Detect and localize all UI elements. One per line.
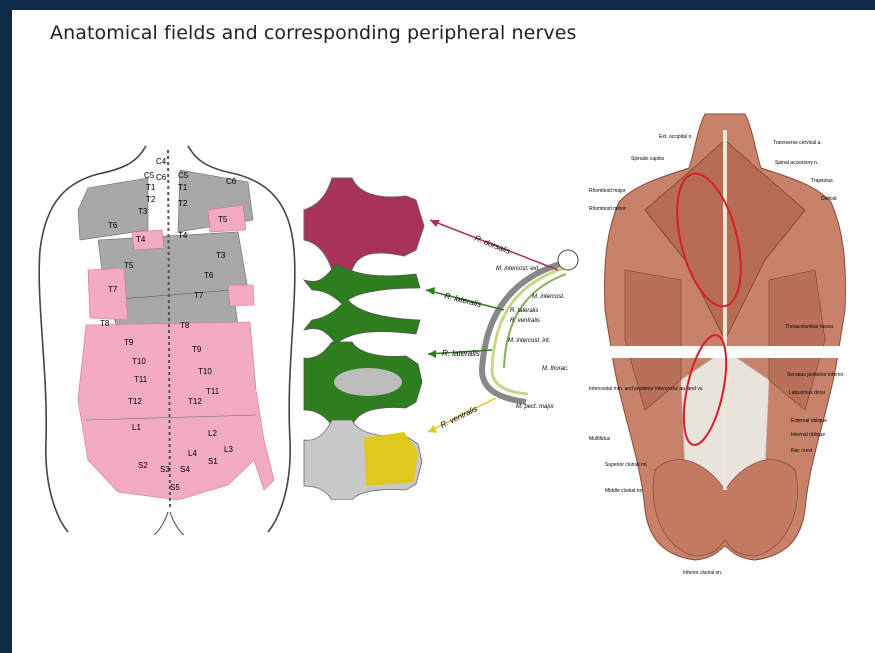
label-r-lateralis-inner: R. lateralis xyxy=(510,308,538,314)
label-inferior-clunial: Inferior clunial nn. xyxy=(683,570,722,576)
label-s2: S2 xyxy=(138,461,148,470)
label-t9-left: T9 xyxy=(124,338,134,347)
nerve-branch-diagram: R. dorsalis R. lateralis R. lateralis R.… xyxy=(296,170,586,500)
label-t10-left: T10 xyxy=(132,357,146,366)
slide-title: Anatomical fields and corresponding peri… xyxy=(50,22,577,44)
label-s3: S3 xyxy=(160,465,170,474)
label-t1-right: T1 xyxy=(178,183,188,192)
label-latissimus-dorsi: Latissimus dorsi xyxy=(789,390,825,396)
label-rhomboid-minor: Rhomboid minor xyxy=(589,206,626,212)
label-rhomboid-major: Rhomboid major xyxy=(589,188,626,194)
label-m-pect-major: M. pect. major xyxy=(516,404,555,410)
label-t5-right: T5 xyxy=(218,215,228,224)
silhouette-lateral xyxy=(304,264,420,344)
silhouette-lateral-2-center xyxy=(334,368,402,396)
slide-frame-top xyxy=(0,0,875,10)
label-spinalis-capitis: Spinalis capitis xyxy=(631,156,665,162)
label-t9-right: T9 xyxy=(192,345,202,354)
label-r-ventralis: R. ventralis xyxy=(439,404,479,430)
label-t8-left: T8 xyxy=(100,319,110,328)
label-t6-left: T6 xyxy=(108,221,118,230)
label-t2-right: T2 xyxy=(178,199,188,208)
label-t8-right: T8 xyxy=(180,321,190,330)
label-intercostal: Intercostal mm. and posterior intercosta… xyxy=(589,386,703,392)
label-c5-right: C5 xyxy=(178,171,189,180)
label-l2: L2 xyxy=(208,429,217,438)
rib-arc-middle xyxy=(492,266,571,394)
label-r-lateralis-1: R. lateralis xyxy=(444,291,483,309)
label-transverse-cervical: Transverse cervical a. xyxy=(773,140,822,146)
label-r-lateralis-2: R. lateralis xyxy=(442,349,480,358)
label-t7-right: T7 xyxy=(194,291,204,300)
label-t11-right: T11 xyxy=(206,387,220,396)
label-m-intercost-int: M. intercost. int. xyxy=(508,338,550,344)
pink-field-left-side xyxy=(88,268,128,320)
label-t12-right: T12 xyxy=(188,397,202,406)
label-superior-clunial: Superior clunial nn. xyxy=(605,462,648,468)
label-t6-right: T6 xyxy=(204,271,214,280)
label-t1-left: T1 xyxy=(146,183,156,192)
label-c6-right: C6 xyxy=(226,177,237,186)
label-c4: C4 xyxy=(156,157,167,166)
label-thoracolumbar-fascia: Thoracolumbar fascia xyxy=(785,324,833,330)
cut-band xyxy=(585,346,855,358)
vertebra xyxy=(558,250,578,270)
label-m-thorac: M. thorac. xyxy=(542,366,569,372)
label-ext-occipital: Ext. occipital n. xyxy=(659,134,693,140)
label-t5-left: T5 xyxy=(124,261,134,270)
label-l4: L4 xyxy=(188,449,197,458)
label-external-oblique: External oblique xyxy=(791,418,827,424)
label-t11-left: T11 xyxy=(134,375,148,384)
label-l1: L1 xyxy=(132,423,141,432)
label-iliac-crest: Iliac crest xyxy=(791,448,813,454)
label-t4-right: T4 xyxy=(178,231,188,240)
label-r-dorsalis: R. dorsalis xyxy=(473,234,511,257)
label-trapezius: Trapezius xyxy=(811,178,833,184)
label-c5-left: C5 xyxy=(144,171,155,180)
label-t3-right: T3 xyxy=(216,251,226,260)
pink-field-lower-trunk xyxy=(78,322,274,500)
label-t4-left: T4 xyxy=(136,235,146,244)
pink-field-right-side xyxy=(228,285,254,306)
label-s1: S1 xyxy=(208,457,218,466)
label-r-ventralis-inner: R. ventralis xyxy=(510,318,540,324)
label-t2-left: T2 xyxy=(146,195,156,204)
label-internal-oblique: Internal oblique xyxy=(791,432,825,438)
label-multifidus: Multifidus xyxy=(589,436,611,442)
back-muscles-figure: Rhomboid major Rhomboid minor Spinalis c… xyxy=(585,110,855,580)
label-t10-right: T10 xyxy=(198,367,212,376)
label-deltoid: Deltoid xyxy=(821,196,837,202)
silhouette-dorsal xyxy=(304,178,424,270)
label-s4: S4 xyxy=(180,465,190,474)
dermatome-back-figure: C4 C5 C6 C5 C6 T1 T2 T3 T4 T5 T6 T7 T8 T… xyxy=(28,140,308,535)
label-serratus-posterior: Serratus posterior inferior xyxy=(787,372,844,378)
arrowhead-lateralis-2 xyxy=(428,350,436,358)
label-c6-left: C6 xyxy=(156,173,167,182)
label-middle-clunial: Middle clunial nn. xyxy=(605,488,644,494)
label-m-intercost: M. intercost. xyxy=(532,294,565,300)
label-spinal-accessory: Spinal accessory n. xyxy=(775,160,818,166)
label-l3: L3 xyxy=(224,445,233,454)
label-t7-left: T7 xyxy=(108,285,118,294)
label-t3-left: T3 xyxy=(138,207,148,216)
label-m-intercost-ext: M. intercost. ext. xyxy=(496,266,540,272)
slide-frame-left xyxy=(0,0,12,653)
label-t12-left: T12 xyxy=(128,397,142,406)
label-s5: S5 xyxy=(170,483,180,492)
buttock-cleft xyxy=(154,512,184,535)
